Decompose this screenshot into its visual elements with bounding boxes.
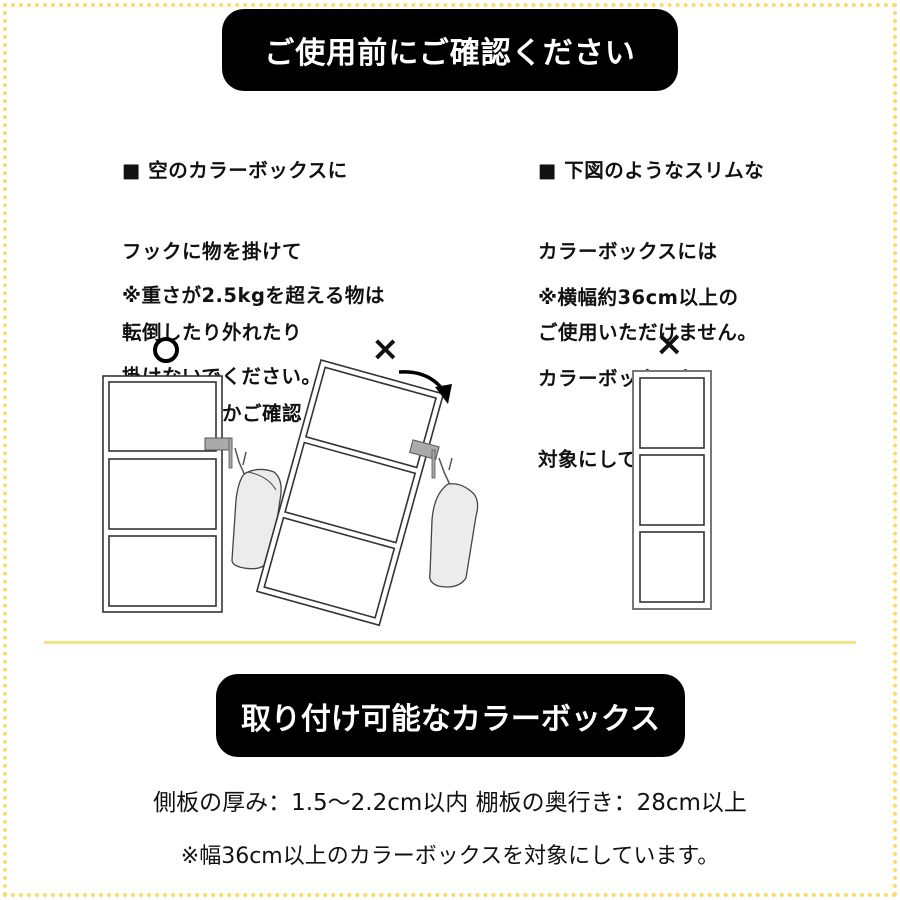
tipping-arrow-icon	[398, 370, 452, 404]
section-divider	[44, 641, 856, 644]
note-line: フックに物を掛けて	[122, 240, 303, 263]
tipping-x-mark: ×	[371, 329, 400, 369]
dotted-border-frame	[3, 3, 897, 897]
spec-note: ※幅36cm以上のカラーボックスを対象にしています。	[180, 844, 720, 869]
note-line: ■ 空のカラーボックスに	[122, 159, 348, 182]
slim-color-box-illustration	[632, 370, 712, 610]
section2-title-pill: 取り付け可能なカラーボックス	[216, 674, 685, 757]
header-title-pill: ご使用前にご確認ください	[222, 9, 678, 91]
note-line: ご使用いただけません。	[538, 321, 758, 344]
ok-circle-icon	[153, 337, 179, 363]
hook-with-bag-illustration	[204, 437, 282, 570]
hook-with-bag-illustration-tilted	[409, 439, 479, 588]
upright-color-box-illustration	[102, 375, 223, 613]
slim-x-mark: ×	[655, 324, 684, 364]
note-line: ■ 下図のようなスリムな	[538, 159, 765, 182]
note-right-main: ■ 下図のようなスリムな カラーボックスには ご使用いただけません。	[538, 103, 764, 373]
note-line: ※重さが2.5kgを超える物は	[122, 284, 385, 307]
tipping-color-box-illustration	[255, 359, 445, 627]
spec-dimensions: 側板の厚み：1.5〜2.2cm以内 棚板の奥行き：28cm以上	[153, 790, 747, 816]
section2-title: 取り付け可能なカラーボックス	[240, 701, 661, 737]
note-line: カラーボックスには	[538, 240, 718, 263]
note-line: ※横幅約36cm以上の	[538, 286, 739, 309]
header-title: ご使用前にご確認ください	[264, 36, 636, 71]
